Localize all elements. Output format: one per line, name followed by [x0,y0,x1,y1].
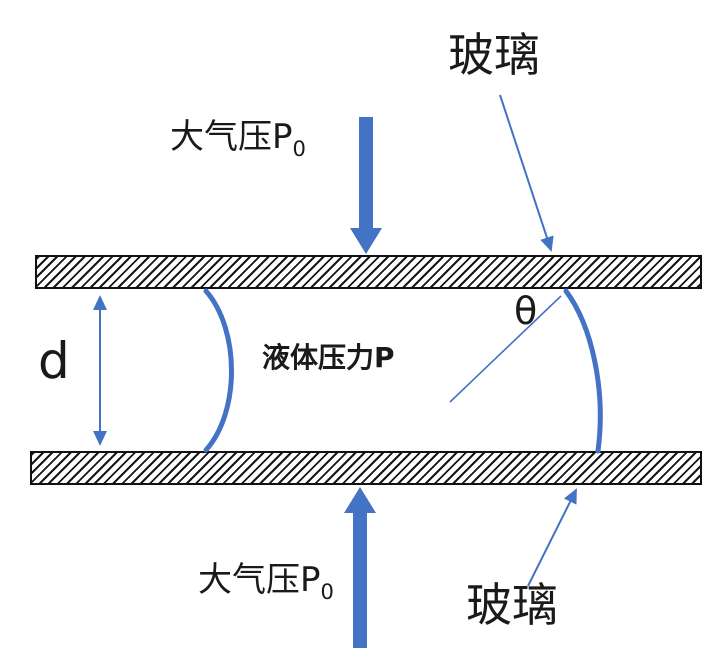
glass-top-pointer-arrow [499,94,554,252]
contact-angle-tangent-line [449,295,562,403]
contact-angle-label: θ [514,292,537,330]
glass-bottom-label: 玻璃 [466,582,558,628]
left-meniscus-curve [203,288,234,453]
right-meniscus-curve [563,288,603,454]
atm-pressure-bottom-text: 大气压P [198,560,321,600]
atm-pressure-top-arrow [350,117,382,254]
gap-distance-text: d [38,332,70,390]
atm-pressure-bottom-label: 大气压P0 [198,563,334,602]
glass-bottom-pointer-arrow [527,488,577,587]
atm-pressure-top-label: 大气压P0 [170,120,306,159]
glass-bottom-text: 玻璃 [466,578,558,632]
liquid-pressure-text: 液体压力P [262,341,395,374]
gap-distance-label: d [38,336,70,386]
atm-pressure-top-subscript: 0 [292,135,306,161]
glass-plate-bottom [30,451,702,485]
glass-plate-top [35,255,702,289]
contact-angle-text: θ [514,289,538,333]
glass-top-text: 玻璃 [448,28,540,82]
atm-pressure-bottom-subscript: 0 [320,578,334,604]
atm-pressure-top-text: 大气压P [170,117,293,157]
atm-pressure-bottom-arrow [344,487,376,648]
liquid-pressure-label: 液体压力P [262,344,395,372]
glass-top-label: 玻璃 [448,32,540,78]
